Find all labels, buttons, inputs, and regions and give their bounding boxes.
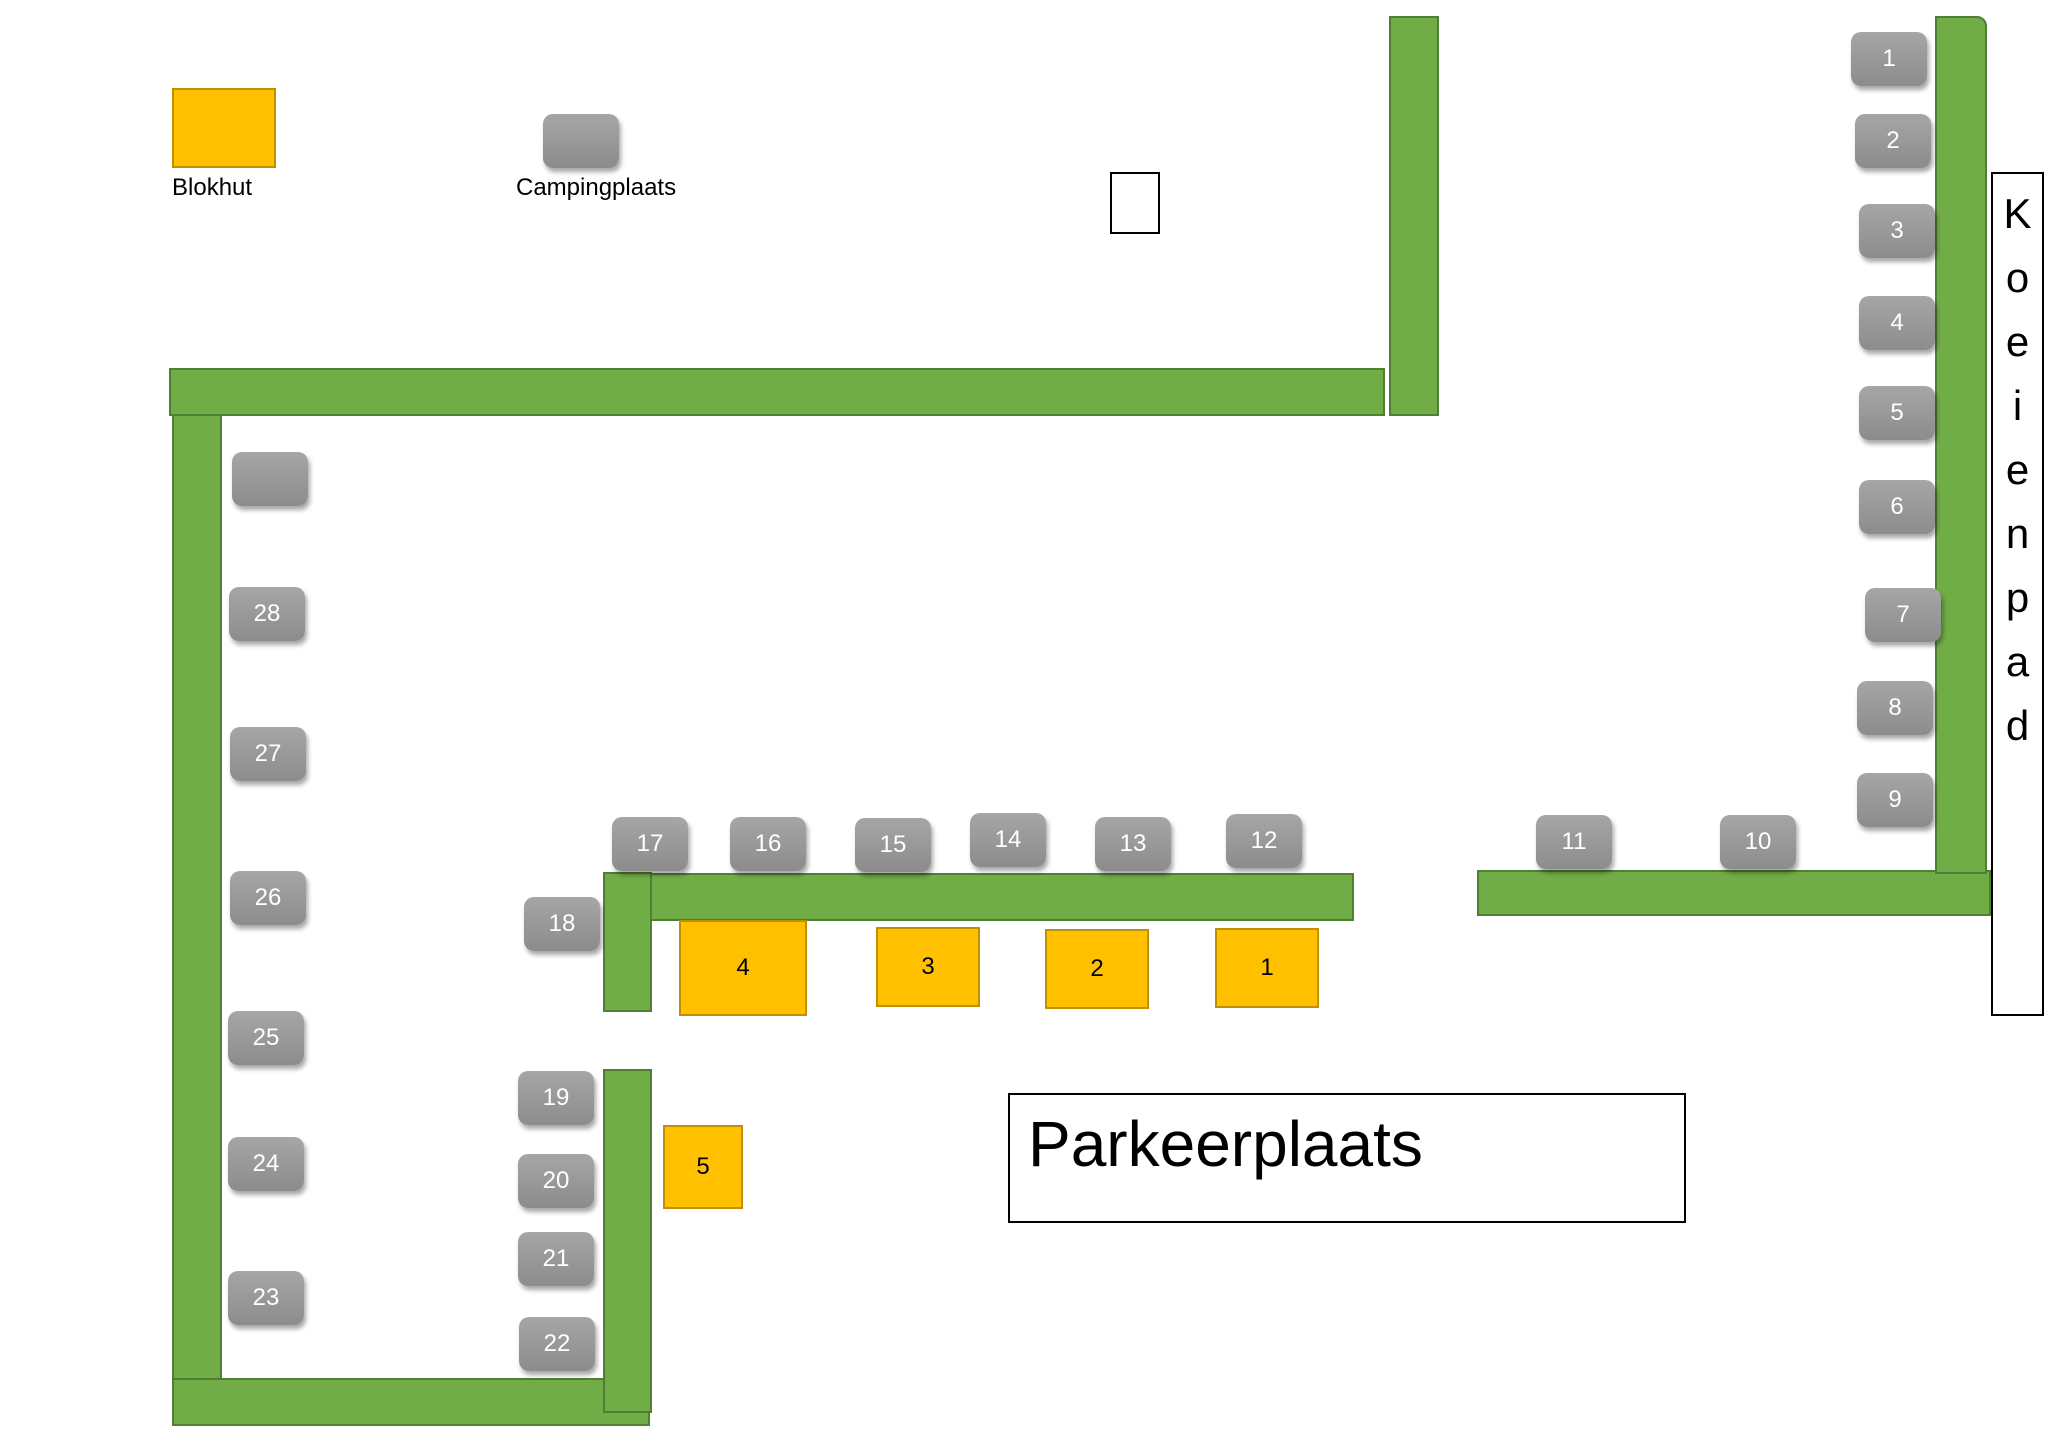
pitch-21[interactable]: 21 — [518, 1232, 594, 1286]
pitch-20[interactable]: 20 — [518, 1154, 594, 1208]
cabin-1[interactable]: 1 — [1215, 928, 1319, 1008]
cabin-4[interactable]: 4 — [679, 920, 807, 1016]
road-letter: n — [2005, 510, 2030, 557]
legend-cabin-label: Blokhut — [172, 174, 253, 201]
pitch-17[interactable]: 17 — [612, 817, 688, 871]
road-letter: o — [2005, 254, 2030, 301]
pitch-9[interactable]: 9 — [1857, 773, 1933, 827]
pitch-22[interactable]: 22 — [519, 1317, 595, 1371]
pitch-13[interactable]: 13 — [1095, 817, 1171, 871]
pitch-25[interactable]: 25 — [228, 1011, 304, 1065]
pitch-4[interactable]: 4 — [1859, 296, 1935, 350]
pitch-27[interactable]: 27 — [230, 727, 306, 781]
pitch-unnumbered[interactable] — [232, 452, 308, 506]
pitch-15[interactable]: 15 — [855, 818, 931, 872]
cabin-3[interactable]: 3 — [876, 927, 980, 1007]
hedge-bottom-horizontal — [172, 1378, 650, 1426]
road-letter: i — [2012, 382, 2023, 429]
road-letter: p — [2005, 574, 2030, 621]
cabin-2[interactable]: 2 — [1045, 929, 1149, 1009]
pitch-6[interactable]: 6 — [1859, 480, 1935, 534]
road-letter: d — [2005, 702, 2030, 749]
pitch-11[interactable]: 11 — [1536, 815, 1612, 869]
legend-pitch-swatch — [543, 114, 619, 168]
pitch-3[interactable]: 3 — [1859, 204, 1935, 258]
pitch-5[interactable]: 5 — [1859, 386, 1935, 440]
pitch-8[interactable]: 8 — [1857, 681, 1933, 735]
hedge-right-vertical — [1935, 16, 1987, 874]
road-letter: e — [2005, 446, 2030, 493]
parking-label: Parkeerplaats — [1028, 1108, 1423, 1180]
pitch-10[interactable]: 10 — [1720, 815, 1796, 869]
pitch-16[interactable]: 16 — [730, 817, 806, 871]
road-letter: K — [2003, 190, 2032, 237]
legend-pitch-label: Campingplaats — [516, 174, 677, 201]
hedge-inner-vertical-lower — [603, 1069, 652, 1413]
road-koeienpad: K o e i e n p a d — [1991, 172, 2044, 1016]
pitch-2[interactable]: 2 — [1855, 114, 1931, 168]
pitch-14[interactable]: 14 — [970, 813, 1046, 867]
hedge-middle-horizontal — [650, 873, 1354, 921]
hedge-top-vertical — [1389, 16, 1439, 416]
hedge-inner-vertical-upper — [603, 872, 652, 1012]
hedge-left-vertical — [172, 414, 222, 1408]
pitch-18[interactable]: 18 — [524, 897, 600, 951]
pitch-23[interactable]: 23 — [228, 1271, 304, 1325]
legend-cabin-swatch — [172, 88, 276, 168]
pitch-19[interactable]: 19 — [518, 1071, 594, 1125]
hedge-right-horizontal — [1477, 870, 1991, 916]
pitch-28[interactable]: 28 — [229, 587, 305, 641]
pitch-1[interactable]: 1 — [1851, 32, 1927, 86]
hedge-top-horizontal — [169, 368, 1385, 416]
cabin-5[interactable]: 5 — [663, 1125, 743, 1209]
parking-area: Parkeerplaats — [1008, 1093, 1686, 1223]
pitch-24[interactable]: 24 — [228, 1137, 304, 1191]
empty-box — [1110, 172, 1160, 234]
pitch-12[interactable]: 12 — [1226, 814, 1302, 868]
pitch-7[interactable]: 7 — [1865, 588, 1941, 642]
road-letter: a — [2005, 638, 2030, 685]
pitch-26[interactable]: 26 — [230, 871, 306, 925]
road-letter: e — [2005, 318, 2030, 365]
